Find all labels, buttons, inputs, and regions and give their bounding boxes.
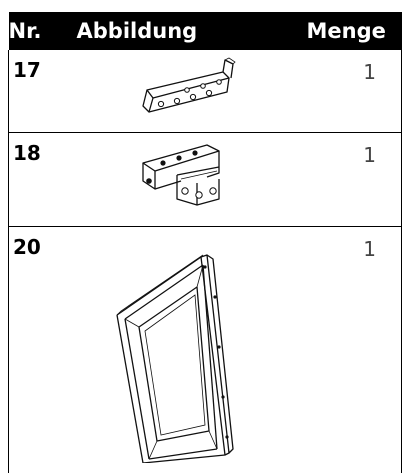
part-number: 18 xyxy=(8,132,77,227)
table-header-row: Nr. Abbildung Menge xyxy=(8,12,402,50)
bracket-plate-icon xyxy=(141,57,236,113)
part-number: 17 xyxy=(8,50,77,133)
table-row: 20 xyxy=(8,226,402,474)
hinge-bracket-icon xyxy=(141,144,220,206)
table-row: 18 xyxy=(8,132,402,227)
part-number: 20 xyxy=(8,226,77,473)
part-quantity: 1 xyxy=(306,226,402,473)
door-frame-icon xyxy=(115,254,234,463)
part-quantity: 1 xyxy=(306,132,402,227)
part-quantity: 1 xyxy=(306,50,402,133)
parts-table: Nr. Abbildung Menge 17 xyxy=(8,12,402,473)
part-image-cell xyxy=(76,50,307,133)
part-image-cell xyxy=(77,227,307,474)
header-qty: Menge xyxy=(306,12,402,50)
table-row: 17 xyxy=(8,50,402,133)
part-image-cell xyxy=(76,132,307,227)
header-nr: Nr. xyxy=(8,12,77,50)
header-image: Abbildung xyxy=(76,12,307,50)
